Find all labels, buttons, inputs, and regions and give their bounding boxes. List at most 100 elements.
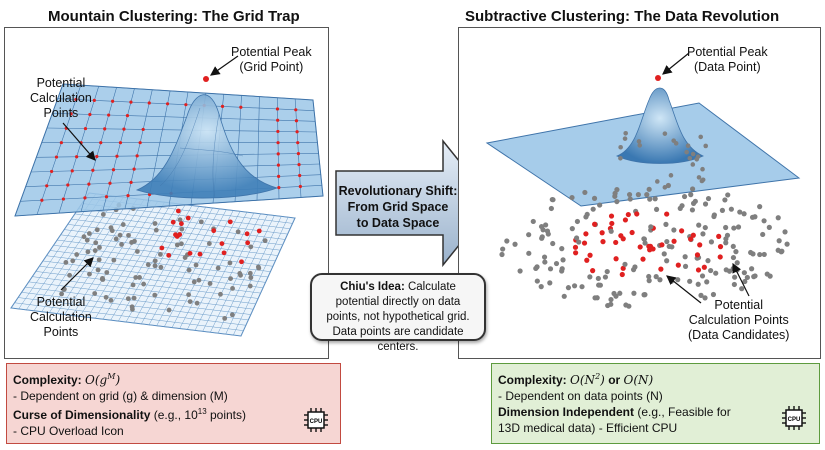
data-point	[613, 293, 619, 299]
data-point	[779, 248, 785, 254]
data-point	[94, 227, 100, 233]
data-point	[654, 179, 660, 184]
data-point	[500, 246, 506, 252]
data-point	[682, 263, 689, 269]
peak-data-point	[655, 75, 661, 81]
svg-text:CPU: CPU	[788, 417, 801, 423]
candidate-point	[599, 230, 605, 236]
efficient-cpu-icon: CPU	[781, 405, 807, 431]
data-point	[652, 196, 658, 202]
data-point	[614, 198, 620, 205]
data-point	[657, 277, 663, 283]
data-point	[637, 143, 642, 148]
data-point	[132, 238, 137, 244]
data-point	[739, 286, 745, 292]
data-point	[732, 274, 738, 280]
data-point	[550, 240, 556, 247]
data-point	[584, 211, 590, 218]
candidate-point	[185, 215, 191, 221]
data-point	[618, 144, 623, 150]
candidate-point	[634, 211, 640, 217]
data-point	[635, 192, 641, 198]
grid-point	[66, 183, 70, 187]
data-point	[559, 246, 565, 252]
data-point	[534, 278, 540, 284]
grid-point	[295, 130, 299, 134]
data-point	[569, 194, 575, 201]
data-point	[644, 192, 650, 198]
grid-point	[277, 174, 281, 178]
grid-point	[107, 113, 111, 117]
data-point	[661, 251, 667, 257]
candidate-point	[620, 236, 626, 242]
left-panel-title: Mountain Clustering: The Grid Trap	[48, 8, 300, 25]
data-point	[702, 295, 708, 301]
data-point	[696, 222, 702, 228]
data-point	[565, 285, 572, 291]
data-point	[218, 291, 223, 297]
grid-point	[83, 196, 87, 200]
data-point	[698, 292, 704, 298]
grid-point	[147, 101, 151, 105]
candidate-point	[211, 228, 217, 234]
data-point	[229, 312, 235, 318]
data-illustration	[485, 52, 801, 309]
data-point	[749, 266, 755, 272]
data-point	[608, 296, 614, 303]
data-point	[741, 211, 747, 217]
data-point	[553, 260, 560, 267]
data-point	[685, 143, 691, 149]
data-point	[92, 248, 98, 253]
data-point	[248, 244, 254, 250]
data-point	[109, 228, 115, 234]
data-point	[757, 204, 763, 210]
grid-point	[126, 194, 130, 198]
data-point	[119, 242, 124, 247]
grid-point	[165, 102, 170, 106]
data-point	[595, 275, 601, 282]
data-point	[100, 212, 106, 217]
candidate-point	[245, 240, 251, 246]
data-point	[724, 232, 731, 238]
data-point	[636, 139, 642, 144]
grid-point	[118, 141, 123, 145]
data-point	[235, 229, 241, 235]
data-point	[748, 249, 754, 256]
data-point	[663, 221, 669, 227]
grid-point	[276, 152, 280, 156]
data-point	[579, 284, 585, 290]
data-point	[63, 260, 69, 265]
data-point	[705, 195, 712, 202]
data-point	[569, 226, 575, 232]
candidate-point	[695, 267, 702, 273]
candidate-point	[177, 232, 183, 237]
grid-point	[87, 182, 91, 186]
data-point	[538, 284, 544, 290]
candidate-point	[640, 256, 646, 262]
data-point	[641, 292, 647, 298]
data-point	[85, 249, 91, 255]
candidate-point	[159, 245, 165, 251]
candidate-point	[592, 221, 598, 227]
data-point	[247, 283, 253, 289]
data-point	[699, 273, 706, 279]
grid-point	[129, 180, 133, 184]
candidate-point	[717, 244, 724, 250]
candidate-point	[590, 268, 596, 274]
data-point	[547, 266, 554, 272]
data-point	[59, 291, 65, 297]
data-point	[752, 214, 758, 220]
data-point	[604, 268, 610, 275]
data-point	[690, 151, 696, 157]
data-point	[698, 134, 704, 140]
grid-point	[75, 155, 79, 159]
candidate-point	[647, 247, 653, 253]
data-point	[734, 260, 740, 266]
data-point	[587, 274, 593, 280]
candidate-point	[221, 250, 227, 256]
data-point	[247, 270, 253, 276]
data-point	[608, 228, 614, 234]
